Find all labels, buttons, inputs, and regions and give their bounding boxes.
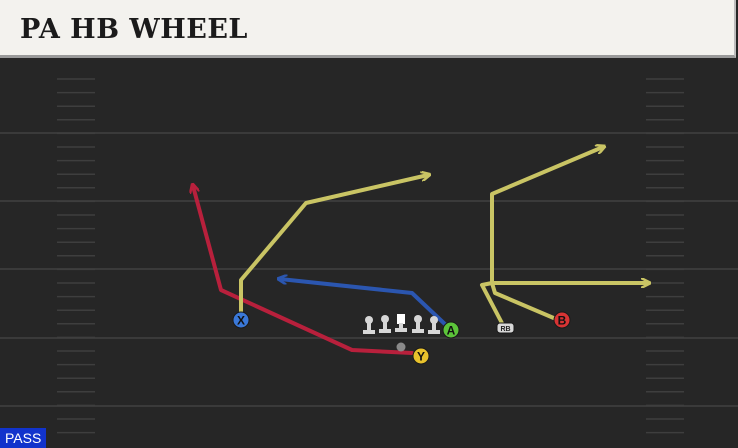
quarterback-marker <box>396 342 406 352</box>
lineman-icon <box>412 315 424 333</box>
offensive-line <box>363 314 440 334</box>
player-b[interactable]: B <box>553 311 571 329</box>
play-field <box>0 58 738 448</box>
route-a-blue <box>280 279 450 329</box>
player-a-label: A <box>447 324 456 338</box>
lineman-icon <box>428 316 440 334</box>
route-b-yellow-post <box>490 147 603 321</box>
player-a[interactable]: A <box>442 321 460 339</box>
route-rb-yellow <box>480 281 506 329</box>
player-y[interactable]: Y <box>412 347 430 365</box>
lineman-icon <box>363 316 375 334</box>
yard-lines <box>0 132 738 407</box>
player-rb[interactable]: RB <box>496 322 515 334</box>
routes <box>193 147 648 355</box>
route-y-red <box>193 186 414 355</box>
player-y-label: Y <box>417 350 425 364</box>
center-icon <box>395 314 407 332</box>
hash-marks <box>57 78 684 434</box>
player-x[interactable]: X <box>232 311 250 329</box>
route-x-yellow <box>239 175 428 320</box>
play-title: PA HB WHEEL <box>20 14 248 45</box>
player-rb-label: RB <box>500 326 510 333</box>
player-x-label: X <box>237 314 245 328</box>
player-b-label: B <box>558 314 567 328</box>
play-type-badge: PASS <box>0 428 47 448</box>
lineman-icon <box>379 315 391 333</box>
play-header: PA HB WHEEL <box>0 0 736 58</box>
